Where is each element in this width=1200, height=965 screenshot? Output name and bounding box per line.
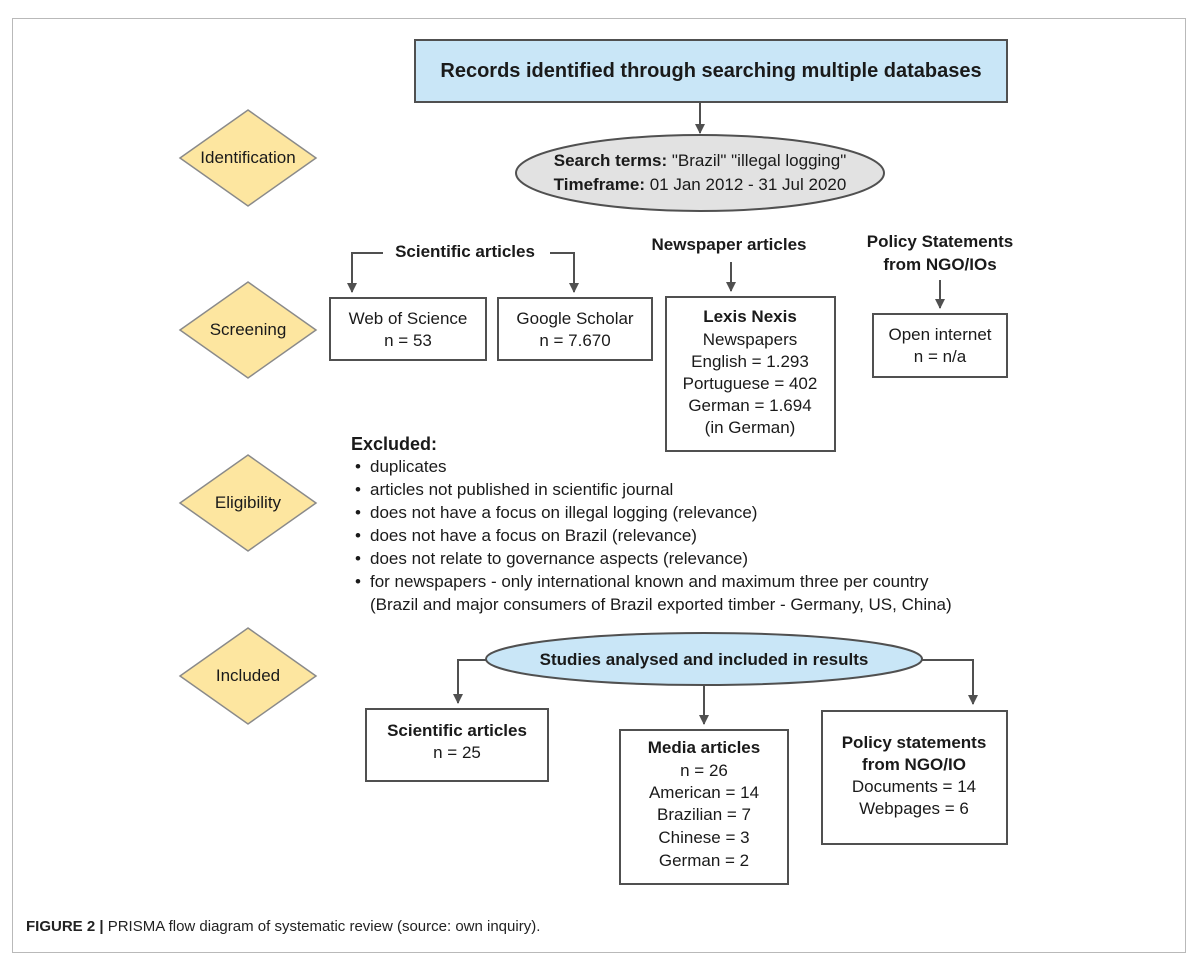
arrow-scientific-to-gs [550,252,579,293]
diamond-shape-screening [178,281,318,379]
policy-statements-header-line2: from NGO/IOs [883,255,996,274]
included-policy-line: Webpages = 6 [859,799,969,818]
scientific-articles-header: Scientific articles [395,242,535,261]
gs-name: Google Scholar [516,309,634,328]
included-media-line: German = 2 [659,851,749,870]
studies-ellipse-label: Studies analysed and included in results [540,650,869,669]
lexis-line: Newspapers [703,330,798,349]
policy-statements-header-line1: Policy Statements [867,232,1013,251]
included-media-line: n = 26 [680,761,728,780]
stage-identification: Identification [178,109,318,207]
timeframe-line: Timeframe: 01 Jan 2012 - 31 Jul 2020 [554,175,847,194]
open-internet-box: Open internet n = n/a [872,313,1008,378]
included-scientific-title: Scientific articles [387,721,527,740]
diamond-shape-eligibility [178,454,318,552]
excluded-item: articles not published in scientific jou… [370,480,673,499]
included-policy-rect [821,710,1008,845]
included-media-line: American = 14 [649,783,759,802]
wos-name: Web of Science [349,309,468,328]
lexis-line: English = 1.293 [691,352,809,371]
excluded-item: does not relate to governance aspects (r… [370,549,748,568]
search-terms-label: Search terms: [554,151,667,170]
included-policy-title-line2: from NGO/IO [862,755,966,774]
excluded-item: duplicates [370,457,447,476]
included-media-title: Media articles [648,738,760,757]
excluded-bullet: • [355,572,361,591]
included-policy-title-line1: Policy statements [842,733,987,752]
records-box-rect [414,39,1008,103]
lexis-line: Portuguese = 402 [683,374,818,393]
stage-screening: Screening [178,281,318,379]
excluded-list: Excluded: • duplicates • articles not pu… [351,434,952,614]
gs-count: n = 7.670 [539,331,610,350]
web-of-science-box: Web of Science n = 53 [329,297,487,361]
stage-included: Included [178,627,318,725]
lexis-line: (in German) [705,418,796,437]
figure-caption: FIGURE 2 | PRISMA flow diagram of system… [26,918,540,935]
arrow-studies-to-policy [921,659,978,705]
timeframe-label: Timeframe: [554,175,645,194]
excluded-title: Excluded: [351,434,437,454]
google-scholar-box: Google Scholar n = 7.670 [497,297,653,361]
gs-rect [497,297,653,361]
excluded-item: does not have a focus on Brazil (relevan… [370,526,697,545]
wos-count: n = 53 [384,331,432,350]
included-media-line: Chinese = 3 [658,828,749,847]
excluded-bullet: • [355,480,361,499]
included-policy-line: Documents = 14 [852,777,976,796]
open-name: Open internet [888,325,991,344]
included-policy-box: Policy statements from NGO/IO Documents … [821,710,1008,845]
included-media-box: Media articles n = 26 American = 14 Braz… [619,729,789,885]
stage-label-screening: Screening [210,320,287,339]
figure-frame [12,18,1186,953]
records-identified-box: Records identified through searching mul… [414,39,1008,103]
timeframe-value: 01 Jan 2012 - 31 Jul 2020 [645,175,846,194]
open-count: n = n/a [914,347,967,366]
excluded-bullet: • [355,526,361,545]
stage-label-identification: Identification [200,148,295,167]
excluded-bullet: • [355,457,361,476]
excluded-item: for newspapers - only international know… [370,572,929,591]
excluded-item-continuation: (Brazil and major consumers of Brazil ex… [370,595,952,614]
stage-label-eligibility: Eligibility [215,493,282,512]
included-media-line: Brazilian = 7 [657,805,751,824]
excluded-bullet: • [355,549,361,568]
search-terms-ellipse: Search terms: "Brazil" "illegal logging"… [515,134,885,212]
records-box-label: Records identified through searching mul… [440,60,981,82]
excluded-bullet: • [355,503,361,522]
included-scientific-box: Scientific articles n = 25 [365,708,549,782]
search-terms-line: Search terms: "Brazil" "illegal logging" [554,151,847,170]
caption-label: FIGURE 2 | [26,918,104,935]
stage-label-included: Included [216,666,280,685]
lexis-rect [665,296,836,452]
diamond-shape-identification [178,109,318,207]
diamond-shape-included [178,627,318,725]
studies-included-ellipse: Studies analysed and included in results [485,632,923,686]
arrow-scientific-to-wos [347,252,383,293]
stage-eligibility: Eligibility [178,454,318,552]
excluded-item: does not have a focus on illegal logging… [370,503,757,522]
arrow-studies-to-scientific [453,659,487,704]
lexis-nexis-box: Lexis Nexis Newspapers English = 1.293 P… [665,296,836,452]
open-rect [872,313,1008,378]
lexis-line: German = 1.694 [688,396,811,415]
included-scientific-rect [365,708,549,782]
search-ellipse-shape [515,134,885,212]
newspaper-articles-header: Newspaper articles [652,235,807,254]
wos-rect [329,297,487,361]
included-scientific-count: n = 25 [433,743,481,762]
included-media-rect [619,729,789,885]
search-terms-value: "Brazil" "illegal logging" [667,151,846,170]
caption-text: PRISMA flow diagram of systematic review… [103,918,541,935]
lexis-title: Lexis Nexis [703,307,797,326]
